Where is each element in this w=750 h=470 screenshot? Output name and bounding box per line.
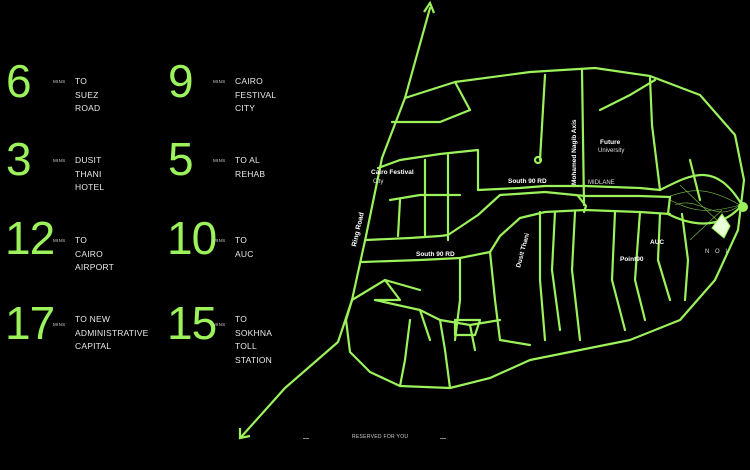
destination-label: TO AL REHAB [235,155,266,179]
minutes-unit: MINS [213,158,226,163]
label-university: University [598,148,624,154]
south-90-upper [446,190,672,237]
minutes-value: 12 [5,212,55,264]
label-point90: Point90 [620,256,644,263]
noi-pin-icon [711,213,731,239]
destination-label: DUSIT THANI HOTEL [75,155,105,192]
destination-label: CAIRO FESTIVAL CITY [235,76,276,113]
arrow-up-icon [423,0,436,14]
arrow-down-icon [238,428,251,440]
minutes-value: 3 [6,133,32,185]
label-dusit-thani: Dusit Thani [515,232,531,268]
mohamed-nagib-axis [580,68,586,207]
main-highway [240,6,432,438]
minutes-value: 15 [167,297,217,349]
minutes-unit: MINS [213,79,226,84]
destination-label: TO CAIRO AIRPORT [75,235,115,272]
label-south-90-lower: South 90 RD [416,251,455,258]
minutes-unit: MINS [53,79,66,84]
minutes-value: 9 [168,55,194,107]
district-outline [344,66,746,390]
minutes-unit: MINS [53,158,66,163]
minutes-unit: MINS [213,322,226,327]
label-cairo-festival: Cairo Festival [371,169,414,176]
minutes-unit: MINS [213,238,226,243]
minutes-unit: MINS [53,322,66,327]
minutes-value: 10 [167,212,217,264]
label-noi: N O I [705,249,729,255]
destination-label: TO AUC [235,235,254,259]
footer-divider-left [303,438,309,439]
destination-label: TO NEW ADMINISTRATIVE CAPITAL [75,314,149,351]
destination-label: TO SOKHNA TOLL STATION [235,314,273,365]
minutes-value: 5 [168,133,194,185]
footer-text: RESERVED FOR YOU [352,434,409,440]
label-future: Future [600,139,621,146]
label-city: City [373,179,383,185]
noi-endpoint-dot [738,202,748,212]
minutes-value: 6 [6,55,32,107]
minutes-unit: MINS [53,238,66,243]
footer-divider-right [440,438,446,439]
label-auc: AUC [650,239,664,246]
label-mohamed-nagib: Mohamed Nagib Axis [571,119,578,185]
label-south-90-upper: South 90 RD [508,178,547,185]
destination-label: TO SUEZ ROAD [75,76,101,113]
label-midlane: MIDLANE [588,180,615,186]
south-90-lower [364,233,450,242]
minutes-value: 17 [5,297,55,349]
